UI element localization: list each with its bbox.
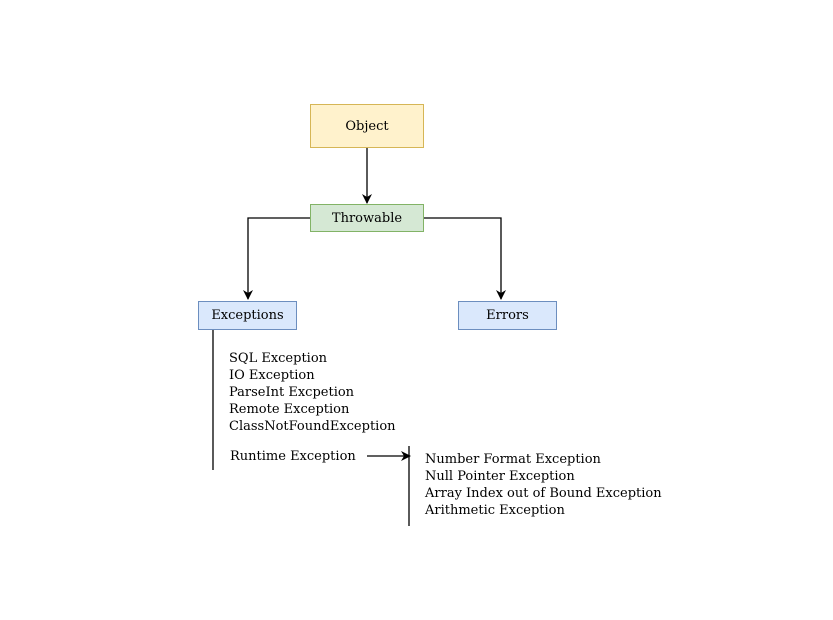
- exception-type-item: SQL Exception: [229, 351, 328, 366]
- object-node: Object: [310, 104, 424, 148]
- edge-throwable-errors: [424, 217, 506, 300]
- exception-type-list: SQL Exception IO Exception ParseInt Excp…: [229, 350, 396, 435]
- exceptions-label: Exceptions: [211, 308, 284, 323]
- errors-node: Errors: [458, 301, 557, 330]
- errors-label: Errors: [486, 308, 529, 323]
- exception-type-item: ClassNotFoundException: [229, 419, 396, 434]
- edge-throwable-exceptions: [243, 217, 310, 300]
- object-label: Object: [345, 118, 389, 134]
- exception-type-item: ParseInt Excpetion: [229, 385, 355, 400]
- runtime-type-item: Arithmetic Exception: [425, 503, 565, 518]
- runtime-type-item: Array Index out of Bound Exception: [425, 486, 662, 501]
- throwable-label: Throwable: [331, 210, 403, 226]
- runtime-type-item: Number Format Exception: [425, 452, 601, 467]
- runtime-type-list: Number Format Exception Null Pointer Exc…: [425, 451, 662, 519]
- runtime-exception-label: Runtime Exception: [230, 449, 356, 464]
- exception-type-item: Remote Exception: [229, 402, 350, 417]
- exception-type-item: IO Exception: [229, 368, 315, 383]
- exceptions-node: Exceptions: [198, 301, 297, 330]
- runtime-type-item: Null Pointer Exception: [425, 469, 575, 484]
- throwable-node: Throwable: [310, 204, 424, 232]
